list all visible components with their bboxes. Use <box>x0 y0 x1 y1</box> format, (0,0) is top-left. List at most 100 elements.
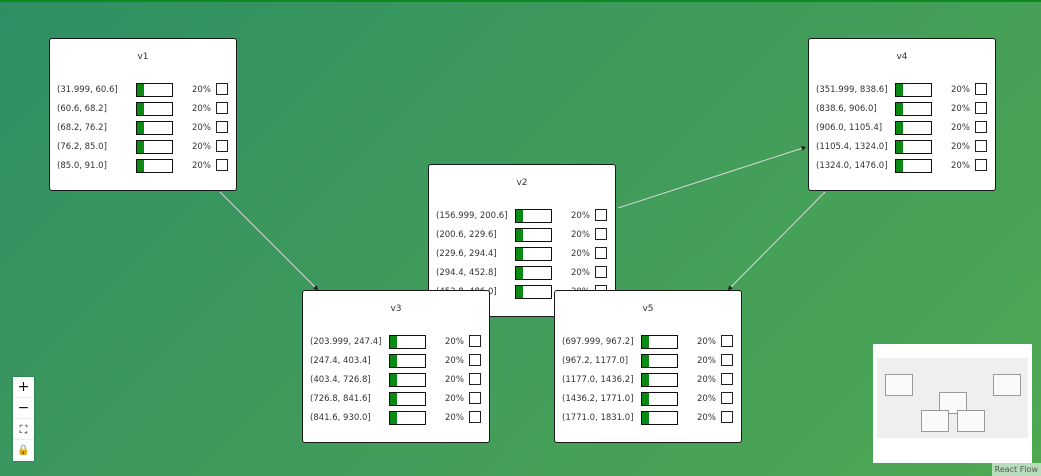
range-label: (351.999, 838.6] <box>816 85 888 95</box>
attribution-link[interactable]: React Flow <box>991 463 1041 476</box>
minimap-node-v3 <box>921 410 949 432</box>
range-label: (200.6, 229.6] <box>436 230 497 240</box>
percent-label: 20% <box>192 142 211 152</box>
percent-label: 20% <box>445 337 464 347</box>
percent-label: 20% <box>697 394 716 404</box>
range-label: (76.2, 85.0] <box>57 142 107 152</box>
row-checkbox[interactable] <box>595 209 607 221</box>
node-v3[interactable]: v3 (203.999, 247.4]20% (247.4, 403.4]20%… <box>302 290 490 443</box>
edge-v4-v5[interactable] <box>727 191 826 291</box>
progress-fill <box>516 210 523 222</box>
table-row: (156.999, 200.6]20% <box>436 209 614 225</box>
table-row: (60.6, 68.2]20% <box>57 102 235 118</box>
row-checkbox[interactable] <box>216 121 228 133</box>
progress-bar <box>641 392 678 406</box>
progress-fill <box>896 122 903 134</box>
row-checkbox[interactable] <box>216 83 228 95</box>
row-checkbox[interactable] <box>469 411 481 423</box>
fit-view-button[interactable]: ⛶ <box>13 419 34 440</box>
row-checkbox[interactable] <box>975 83 987 95</box>
node-v4[interactable]: v4 (351.999, 838.6]20% (838.6, 906.0]20%… <box>808 38 996 191</box>
minus-icon: − <box>17 400 30 416</box>
node-title: v1 <box>137 52 149 62</box>
node-v5[interactable]: v5 (697.999, 967.2]20% (967.2, 1177.0]20… <box>554 290 742 443</box>
row-checkbox[interactable] <box>595 247 607 259</box>
zoom-out-button[interactable]: − <box>13 398 34 419</box>
progress-fill <box>896 103 903 115</box>
row-checkbox[interactable] <box>975 102 987 114</box>
node-v1[interactable]: v1 (31.999, 60.6]20% (60.6, 68.2]20% (68… <box>49 38 237 191</box>
row-checkbox[interactable] <box>469 335 481 347</box>
lock-button[interactable]: 🔒 <box>13 440 34 461</box>
table-row: (906.0, 1105.4]20% <box>816 121 994 137</box>
progress-bar <box>515 228 552 242</box>
progress-fill <box>390 412 397 424</box>
progress-fill <box>642 355 649 367</box>
table-row: (68.2, 76.2]20% <box>57 121 235 137</box>
edge-v2-v4[interactable] <box>617 146 807 209</box>
edge-v1-v3[interactable] <box>219 191 319 291</box>
progress-bar <box>136 102 173 116</box>
range-label: (403.4, 726.8] <box>310 375 371 385</box>
percent-label: 20% <box>192 123 211 133</box>
progress-fill <box>390 393 397 405</box>
table-row: (76.2, 85.0] 20% <box>57 140 235 156</box>
row-checkbox[interactable] <box>975 140 987 152</box>
row-checkbox[interactable] <box>721 335 733 347</box>
progress-bar <box>515 266 552 280</box>
row-checkbox[interactable] <box>216 140 228 152</box>
row-checkbox[interactable] <box>216 102 228 114</box>
progress-fill <box>516 248 523 260</box>
row-checkbox[interactable] <box>469 373 481 385</box>
progress-fill <box>390 336 397 348</box>
table-row: (1105.4, 1324.0]20% <box>816 140 994 156</box>
row-checkbox[interactable] <box>975 159 987 171</box>
percent-label: 20% <box>951 142 970 152</box>
progress-fill <box>516 286 523 298</box>
row-checkbox[interactable] <box>595 266 607 278</box>
progress-bar <box>515 209 552 223</box>
progress-fill <box>516 267 523 279</box>
progress-fill <box>896 160 903 172</box>
percent-label: 20% <box>192 85 211 95</box>
progress-bar <box>895 159 932 173</box>
percent-label: 20% <box>951 123 970 133</box>
progress-fill <box>137 84 144 96</box>
progress-bar <box>895 140 932 154</box>
node-title: v3 <box>390 304 402 314</box>
progress-fill <box>137 122 144 134</box>
percent-label: 20% <box>571 230 590 240</box>
table-row: (967.2, 1177.0]20% <box>562 354 740 370</box>
range-label: (1324.0, 1476.0] <box>816 161 888 171</box>
node-v2[interactable]: v2 (156.999, 200.6]20% (200.6, 229.6]20%… <box>428 164 616 317</box>
progress-bar <box>515 247 552 261</box>
row-checkbox[interactable] <box>721 373 733 385</box>
row-checkbox[interactable] <box>975 121 987 133</box>
percent-label: 20% <box>951 161 970 171</box>
row-checkbox[interactable] <box>469 392 481 404</box>
progress-fill <box>642 393 649 405</box>
row-checkbox[interactable] <box>721 392 733 404</box>
percent-label: 20% <box>571 211 590 221</box>
row-checkbox[interactable] <box>595 228 607 240</box>
plus-icon: + <box>17 379 30 395</box>
percent-label: 20% <box>697 337 716 347</box>
zoom-in-button[interactable]: + <box>13 377 34 398</box>
minimap[interactable] <box>873 344 1032 463</box>
progress-bar <box>389 354 426 368</box>
row-checkbox[interactable] <box>469 354 481 366</box>
percent-label: 20% <box>697 413 716 423</box>
fit-view-icon: ⛶ <box>19 422 28 436</box>
row-checkbox[interactable] <box>721 354 733 366</box>
progress-bar <box>389 392 426 406</box>
range-label: (60.6, 68.2] <box>57 104 107 114</box>
row-checkbox[interactable] <box>216 159 228 171</box>
table-row: (200.6, 229.6] 20% <box>436 228 614 244</box>
table-row: (841.6, 930.0]20% <box>310 411 488 427</box>
table-row: (247.4, 403.4]20% <box>310 354 488 370</box>
minimap-node-v5 <box>957 410 985 432</box>
row-checkbox[interactable] <box>721 411 733 423</box>
progress-bar <box>136 159 173 173</box>
table-row: (294.4, 452.8]20% <box>436 266 614 282</box>
table-row: (838.6, 906.0]20% <box>816 102 994 118</box>
